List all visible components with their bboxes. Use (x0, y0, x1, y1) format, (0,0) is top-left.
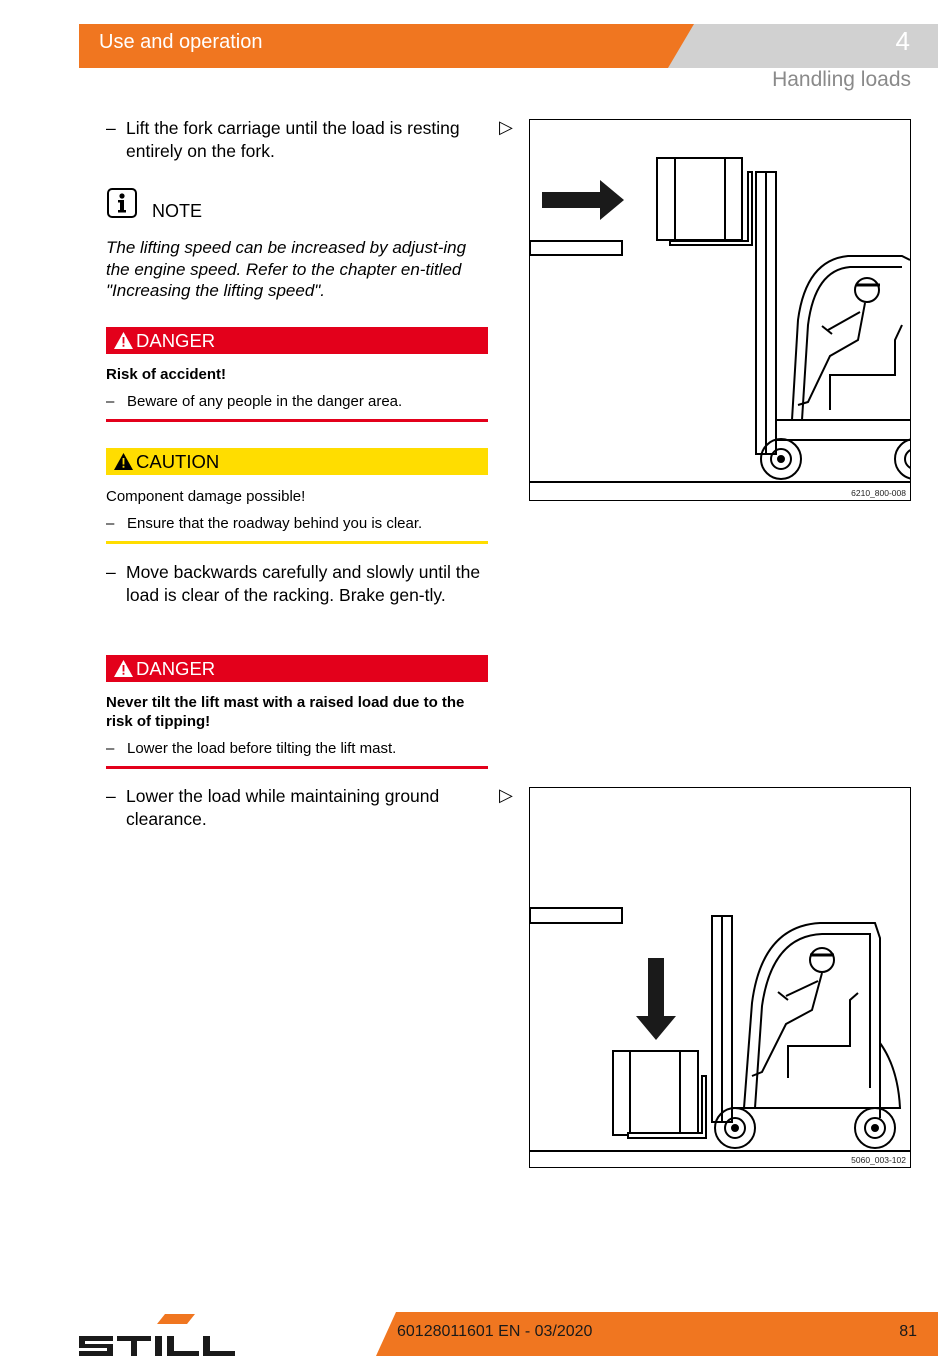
subsection-title: Handling loads (772, 68, 911, 91)
warning-triangle-icon (114, 450, 134, 477)
chapter-number: 4 (895, 26, 910, 56)
arrow-right-icon (542, 180, 624, 220)
figure-lift-load: 6210_800-008 (529, 119, 911, 501)
step-3: – Lower the load while maintaining groun… (106, 785, 491, 831)
danger-label: DANGER (136, 330, 216, 351)
caution-heading: Component damage possible! (106, 488, 306, 505)
figure-lower-load: 5060_003-102 (529, 787, 911, 1168)
danger-heading: Risk of accident! (106, 366, 227, 383)
danger-heading: Never tilt the lift mast with a raised l… (106, 694, 465, 730)
page-number: 81 (899, 1323, 917, 1340)
step-text: Move backwards carefully and slowly unti… (126, 562, 481, 605)
caution-item: –Ensure that the roadway behind you is c… (106, 515, 423, 532)
forklift-illustration (530, 157, 910, 483)
danger-item: –Lower the load before tilting the lift … (106, 740, 397, 757)
danger-bar: DANGER (106, 327, 488, 354)
section-title: Use and operation (99, 31, 263, 53)
header-chapter-tab (668, 24, 938, 68)
warning-triangle-icon (114, 329, 134, 356)
figure-ref-marker: ▷ (499, 785, 513, 805)
danger-label: DANGER (136, 658, 216, 679)
figure-code: 5060_003-102 (851, 1155, 906, 1165)
step-1: – Lift the fork carriage until the load … (106, 117, 491, 163)
danger-bar: DANGER (106, 655, 488, 682)
danger-rule (106, 766, 488, 769)
step-text: Lift the fork carriage until the load is… (126, 118, 460, 161)
step-text: Lower the load while maintaining ground … (126, 786, 440, 829)
figure-ref-marker: ▷ (499, 117, 513, 137)
header-bar (79, 24, 759, 68)
caution-label: CAUTION (136, 451, 220, 472)
document-number: 60128011601 EN - 03/2020 (397, 1323, 593, 1340)
caution-rule (106, 541, 488, 544)
danger-rule (106, 419, 488, 422)
still-logo (79, 1310, 239, 1363)
figure-code: 6210_800-008 (851, 488, 906, 498)
caution-bar: CAUTION (106, 448, 488, 475)
arrow-down-icon (636, 958, 676, 1040)
footer-bar (376, 1312, 938, 1356)
forklift-illustration (530, 907, 910, 1152)
info-icon (107, 188, 137, 218)
step-2: – Move backwards carefully and slowly un… (106, 562, 481, 605)
warning-triangle-icon (114, 657, 134, 684)
note-title: NOTE (152, 201, 203, 221)
danger-item: –Beware of any people in the danger area… (106, 393, 403, 410)
note-text: The lifting speed can be increased by ad… (106, 238, 467, 300)
